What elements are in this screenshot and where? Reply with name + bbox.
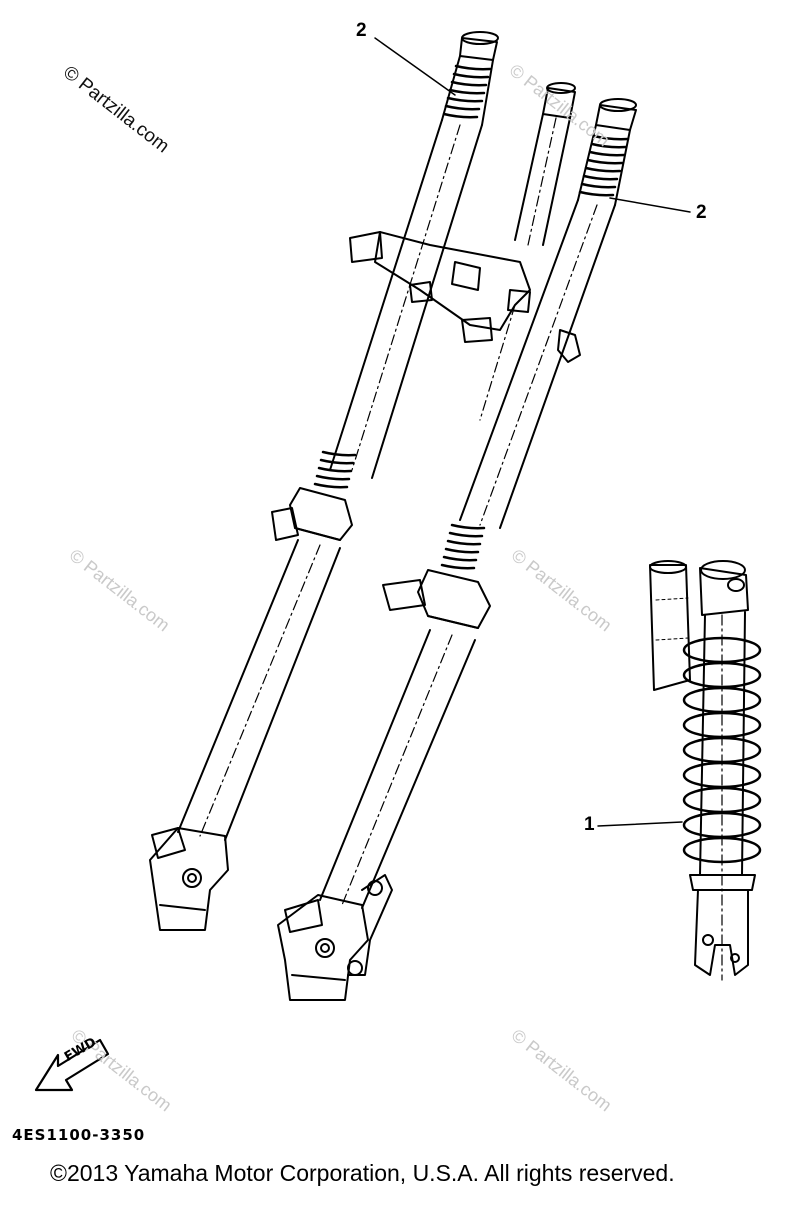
left-fork-assembly: [149, 31, 499, 931]
copyright-notice: ©2013 Yamaha Motor Corporation, U.S.A. A…: [50, 1160, 675, 1186]
right-fork-assembly: [277, 98, 637, 1001]
fwd-arrow-icon: [34, 1038, 110, 1092]
steering-stem: [349, 82, 581, 421]
rear-shock-assembly: [649, 560, 762, 981]
callout-fork-right: 2: [696, 202, 707, 223]
diagram-code: 4ES1100-3350: [12, 1126, 146, 1144]
callout-fork-left: 2: [356, 20, 367, 41]
callout-shock: 1: [584, 814, 595, 835]
